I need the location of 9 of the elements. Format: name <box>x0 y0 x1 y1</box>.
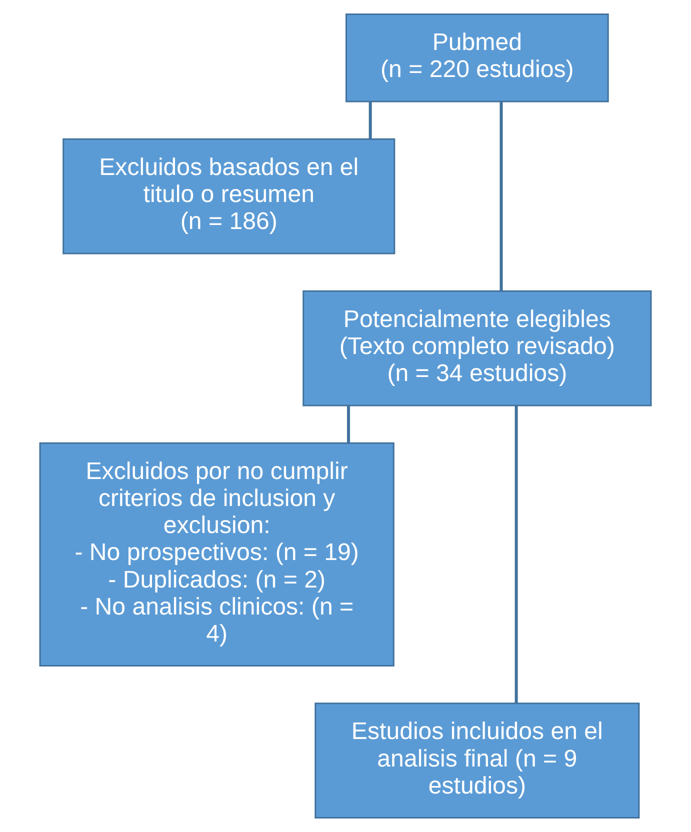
node-box: Estudios incluidos en el analisis final (n = 9 estudios) <box>314 702 640 819</box>
node-box: Excluidos basados en el titulo o resumen (n = 186) <box>62 138 396 254</box>
node-box: Excluidos por no cumplir criterios de inclusion y exclusion: - No prospectivos: (n = 19) - Duplicados: (n = 2) - No analisis clinicos: (n = 4) <box>39 442 394 667</box>
node-box: Pubmed (n = 220 estudios) <box>346 13 609 102</box>
connector <box>368 102 372 140</box>
connector <box>514 406 518 704</box>
node-box: Potencialmente elegibles (Texto completo revisado) (n = 34 estudios) <box>302 290 652 406</box>
connector <box>347 406 350 443</box>
connector <box>500 102 503 291</box>
